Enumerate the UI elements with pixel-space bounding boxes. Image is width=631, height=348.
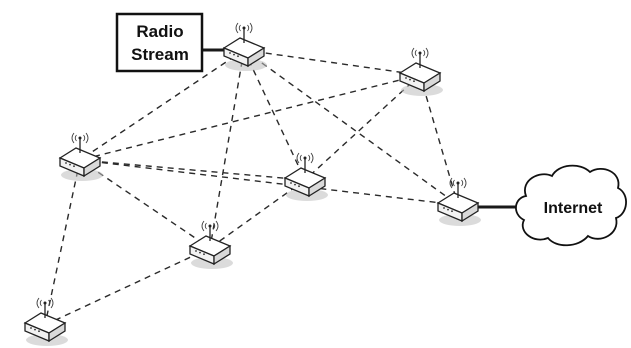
link-r3-r7: [44, 159, 81, 326]
cloud-icon: [515, 164, 627, 247]
link-r1-r2: [243, 49, 421, 76]
mesh-links: [44, 49, 459, 326]
wireless-router-icon: [399, 47, 444, 97]
link-r3-r4: [79, 159, 306, 181]
internet-label: Internet: [544, 200, 603, 217]
internet-cloud: Internet: [515, 164, 627, 247]
wireless-router-icon: [189, 220, 234, 270]
link-r1-r5: [243, 49, 459, 206]
wireless-router-icon: [223, 22, 268, 72]
router-node-2: [399, 47, 444, 97]
wireless-router-icon: [59, 132, 104, 182]
link-r3-r5: [79, 159, 459, 206]
radio-stream-label-line1: Radio: [136, 22, 183, 41]
link-r2-r4: [304, 74, 421, 181]
wireless-router-icon: [284, 152, 329, 202]
router-node-1: [223, 22, 268, 72]
radio-stream-label-line2: Stream: [131, 45, 189, 64]
router-node-4: [284, 152, 329, 202]
link-r1-r6: [209, 49, 245, 249]
link-r2-r3: [79, 74, 421, 161]
link-r2-r5: [419, 74, 459, 206]
link-r6-r7: [44, 247, 211, 326]
radio-stream-source: Radio Stream: [115, 12, 204, 73]
router-node-5-gateway: [437, 177, 482, 227]
link-r4-r6: [209, 179, 306, 249]
router-node-6: [189, 220, 234, 270]
link-r1-r4: [243, 49, 306, 181]
router-node-3: [59, 132, 104, 182]
router-node-7: [24, 297, 69, 347]
radio-stream-box: [115, 12, 204, 73]
wireless-router-icon: [24, 297, 69, 347]
wireless-router-icon: [437, 177, 482, 227]
